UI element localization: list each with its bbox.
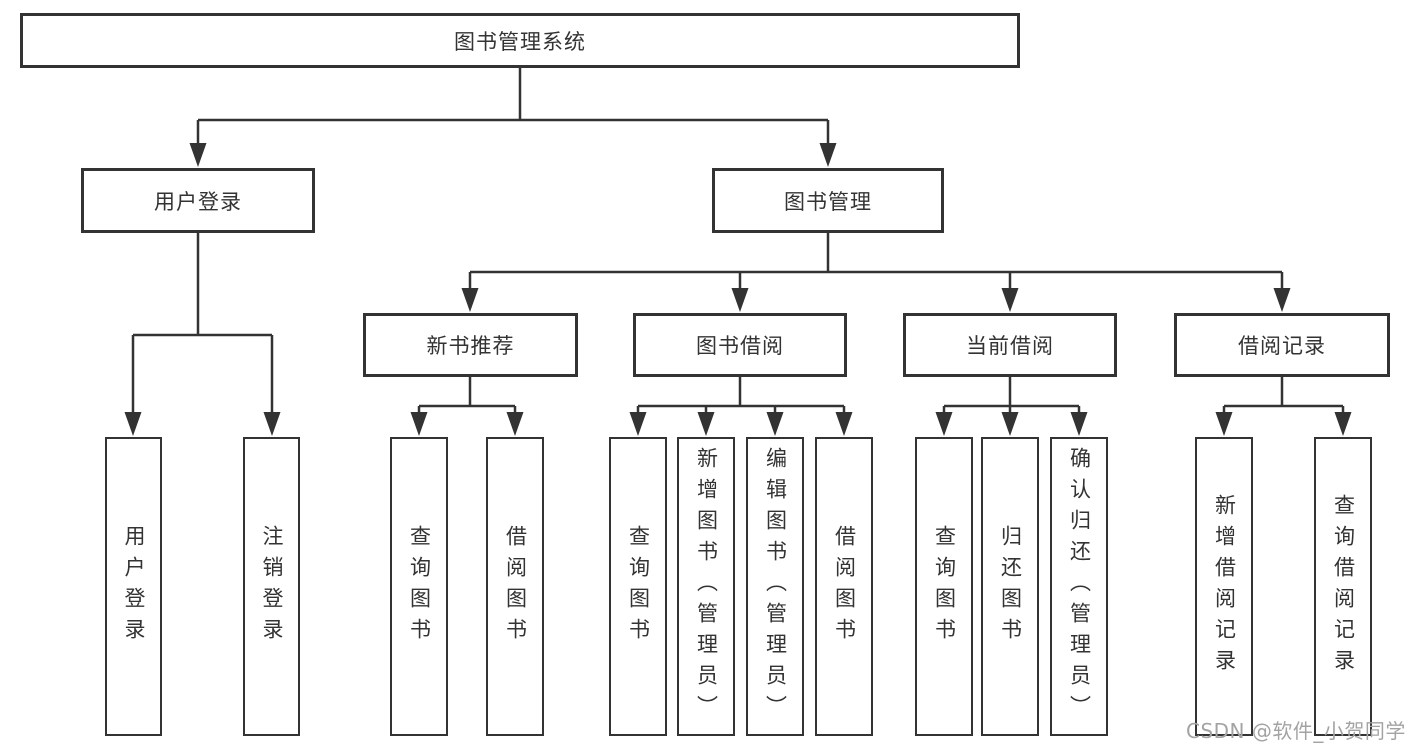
node-label: 归还图书: [998, 524, 1023, 649]
node-leaf-logout: 注销登录: [243, 437, 300, 736]
node-leaf-user-login: 用户登录: [105, 437, 162, 736]
node-label: 借阅图书: [832, 524, 857, 649]
node-label: 查询图书: [626, 524, 651, 649]
node-leaf-cb-return-books: 归还图书: [981, 437, 1039, 736]
node-label: 编辑图书（管理员）: [763, 447, 788, 726]
node-leaf-cb-query-books: 查询图书: [915, 437, 973, 736]
node-borrowing-records: 借阅记录: [1174, 313, 1390, 377]
node-leaf-cb-confirm-return: 确认归还（管理员）: [1050, 437, 1108, 736]
node-label: 借阅记录: [1238, 334, 1326, 358]
node-book-management-label: 图书管理: [784, 189, 872, 214]
node-new-book-recommendation: 新书推荐: [363, 313, 578, 377]
csdn-watermark: CSDN @软件_小贺同学: [1186, 719, 1405, 743]
node-leaf-br-query-record: 查询借阅记录: [1314, 437, 1372, 736]
node-root-label: 图书管理系统: [454, 29, 586, 54]
node-user-login-label: 用户登录: [154, 189, 242, 214]
node-label: 新增图书（管理员）: [694, 447, 719, 726]
tree-edge-lines: [131, 68, 1345, 416]
node-leaf-bb-query-books: 查询图书: [609, 437, 667, 736]
node-leaf-bb-add-books: 新增图书（管理员）: [677, 437, 735, 736]
node-leaf-bb-borrow-books: 借阅图书: [815, 437, 873, 736]
node-label: 借阅图书: [503, 524, 528, 649]
node-book-borrowing: 图书借阅: [633, 313, 847, 377]
node-label: 图书借阅: [696, 334, 784, 358]
node-label: 查询图书: [932, 524, 957, 649]
node-current-borrowing: 当前借阅: [903, 313, 1117, 377]
node-user-login: 用户登录: [81, 168, 315, 233]
node-leaf-bb-edit-books: 编辑图书（管理员）: [746, 437, 804, 736]
node-label: 用户登录: [122, 524, 146, 649]
node-leaf-br-add-record: 新增借阅记录: [1195, 437, 1253, 736]
arrowheads: [124, 143, 1352, 436]
node-leaf-nbr-borrow-books: 借阅图书: [486, 437, 544, 736]
node-label: 新书推荐: [426, 334, 515, 358]
node-label: 确认归还（管理员）: [1067, 447, 1092, 726]
node-leaf-nbr-query-books: 查询图书: [390, 437, 448, 736]
node-label: 新增借阅记录: [1212, 493, 1237, 680]
node-label: 查询图书: [407, 524, 432, 649]
node-label: 注销登录: [260, 524, 284, 649]
node-root: 图书管理系统: [20, 13, 1020, 68]
node-book-management: 图书管理: [712, 168, 944, 233]
node-label: 查询借阅记录: [1331, 493, 1356, 680]
node-label: 当前借阅: [966, 334, 1054, 358]
